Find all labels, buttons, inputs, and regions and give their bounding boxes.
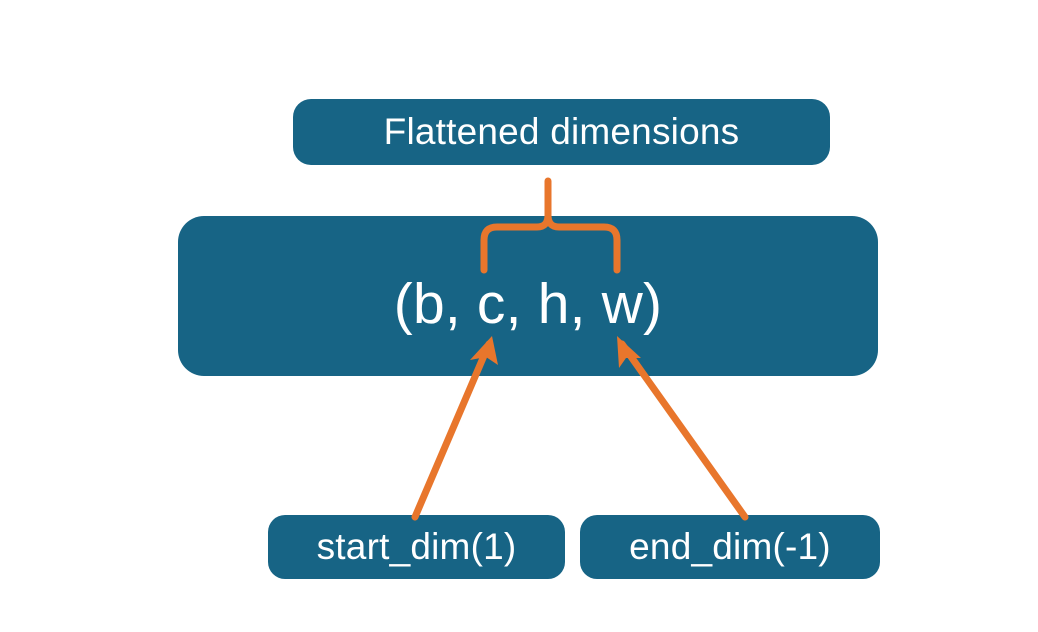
- tensor-shape-label: (b, c, h, w): [393, 272, 663, 336]
- end-dim-box: end_dim(-1): [580, 515, 880, 579]
- start-dim-label: start_dim(1): [316, 526, 517, 567]
- flattened-dimensions-label: Flattened dimensions: [383, 111, 740, 152]
- end-dim-label: end_dim(-1): [629, 526, 831, 567]
- start-dim-box: start_dim(1): [268, 515, 565, 579]
- tensor-shape-box: (b, c, h, w): [178, 216, 878, 376]
- flattened-dimensions-box: Flattened dimensions: [293, 99, 830, 165]
